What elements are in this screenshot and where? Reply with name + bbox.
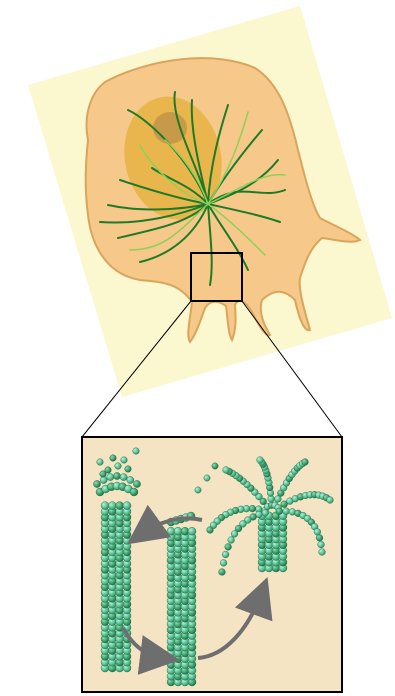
tubulin-bead (113, 472, 120, 479)
tubulin-bead (107, 473, 114, 480)
tubulin-bead (123, 502, 131, 510)
protofilament-bead (283, 508, 290, 515)
free-tubulin (204, 475, 210, 481)
free-tubulin (100, 471, 107, 478)
protofilament-bead (257, 457, 264, 464)
free-tubulin (195, 487, 201, 493)
tubulin-bead (108, 502, 116, 510)
microtubule-stable (167, 512, 196, 686)
free-tubulin (110, 455, 117, 462)
free-tubulin (97, 459, 104, 466)
free-tubulin (212, 463, 218, 469)
protofilament-bead (222, 551, 229, 558)
tubulin-bead (93, 480, 100, 487)
tubulin-bead (127, 476, 134, 483)
tubulin-bead (116, 502, 124, 510)
tubulin-bead (133, 480, 140, 487)
protofilament-bead (262, 509, 269, 516)
tubulin-bead (100, 476, 107, 483)
free-tubulin (121, 457, 128, 464)
protofilament-bead (219, 569, 226, 576)
protofilament-bead (207, 527, 214, 534)
protofilament-bead (319, 549, 326, 556)
tubulin-bead (188, 527, 196, 535)
free-tubulin (125, 466, 132, 473)
tubulin-bead (101, 502, 109, 510)
nucleolus (153, 112, 187, 144)
protofilament-bead (316, 534, 323, 541)
free-tubulin (133, 448, 140, 455)
protofilament-bead (302, 459, 309, 466)
free-tubulin (115, 463, 122, 470)
protofilament-bead (223, 467, 230, 474)
protofilament-bead (228, 537, 235, 544)
tubulin-bead (130, 488, 138, 496)
protofilament-bead (327, 497, 334, 504)
protofilament-bead (220, 559, 227, 566)
protofilament-bead (318, 541, 325, 548)
protofilament-bead (276, 508, 283, 515)
protofilament-bead (231, 530, 238, 537)
protofilament-bead (225, 543, 232, 550)
tubulin-bead (120, 473, 127, 480)
